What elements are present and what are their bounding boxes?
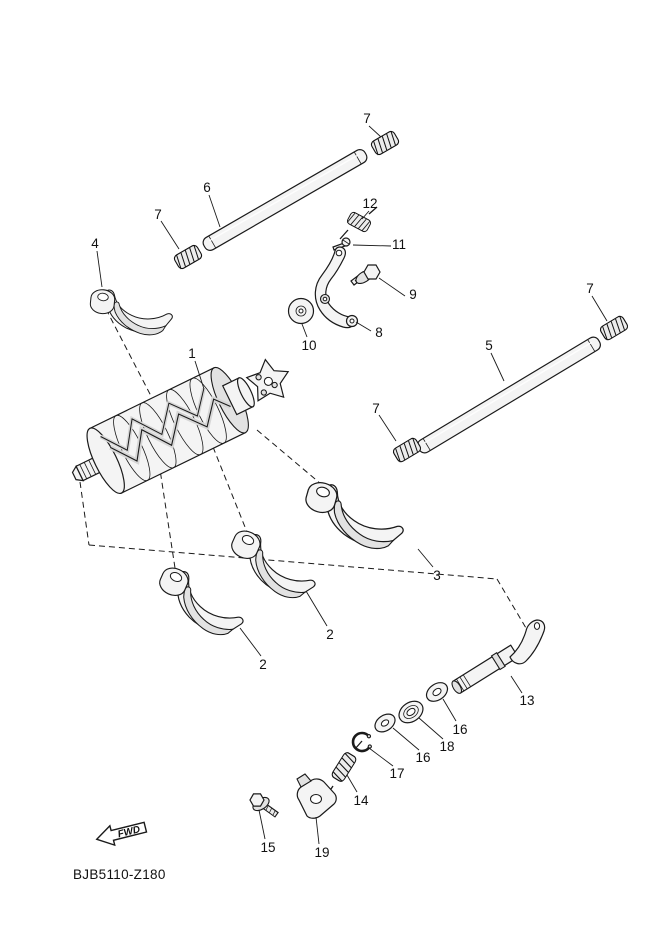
fork-guide-bar-5-drawing xyxy=(417,336,601,454)
part-label-19: 19 xyxy=(314,845,329,860)
fwd-arrow: FWD xyxy=(95,821,148,847)
washer-16-inner-drawing xyxy=(374,713,396,733)
part-label-7-2: 7 xyxy=(154,207,162,222)
diagram-code-label: BJB5110-Z180 xyxy=(73,867,166,882)
part-label-1: 1 xyxy=(188,346,196,361)
part-label-4: 4 xyxy=(91,236,99,251)
part-label-17: 17 xyxy=(389,766,404,781)
bolt-15-drawing xyxy=(249,793,279,818)
part-label-5: 5 xyxy=(485,338,493,353)
fwd-label: FWD xyxy=(117,824,142,840)
washer-10-drawing xyxy=(287,297,315,325)
bolt-9-drawing xyxy=(350,264,381,286)
shift-fork-4-drawing xyxy=(87,287,175,338)
assembly-axis-dashed-lines xyxy=(79,308,527,629)
fork-guide-bar-6-drawing xyxy=(202,149,368,251)
part-label-13: 13 xyxy=(519,693,534,708)
part-labels: 7 6 7 12 11 4 9 7 10 8 5 1 7 3 2 2 13 16… xyxy=(91,111,594,860)
circlip-17-drawing xyxy=(351,731,372,753)
part-label-6: 6 xyxy=(203,180,211,195)
shift-cam-drum-drawing xyxy=(71,358,290,495)
part-label-16-2: 16 xyxy=(415,750,430,765)
shift-shaft-13-arm-drawing xyxy=(509,619,546,665)
part-label-18: 18 xyxy=(439,739,454,754)
washer-16-outer-drawing xyxy=(425,682,449,702)
spring-12-drawing xyxy=(339,206,378,240)
spring-7-middle xyxy=(391,436,423,464)
part-label-16-1: 16 xyxy=(452,722,467,737)
spring-7-upper-left xyxy=(172,243,204,271)
part-label-14: 14 xyxy=(353,793,369,808)
part-label-10: 10 xyxy=(301,338,316,353)
bearing-18-drawing xyxy=(398,700,424,724)
part-label-11: 11 xyxy=(392,237,406,252)
part-label-7-4: 7 xyxy=(372,401,380,416)
part-label-7-1: 7 xyxy=(363,111,371,126)
leader-lines xyxy=(96,125,608,845)
shift-fork-2-middle-drawing xyxy=(220,526,325,607)
shift-fork-2-lower-drawing xyxy=(148,563,253,644)
part-label-12: 12 xyxy=(362,196,377,211)
part-label-7-3: 7 xyxy=(586,281,594,296)
screw-11-drawing xyxy=(332,237,351,251)
part-label-3: 3 xyxy=(433,568,441,583)
part-label-15: 15 xyxy=(260,840,275,855)
part-label-9: 9 xyxy=(409,287,417,302)
part-label-2-1: 2 xyxy=(326,627,334,642)
bracket-19-drawing xyxy=(296,773,337,819)
spring-7-top-right xyxy=(369,129,401,157)
stopper-lever-8-drawing xyxy=(314,246,359,329)
spring-7-right xyxy=(598,314,630,342)
part-label-8: 8 xyxy=(375,325,383,340)
shift-shaft-13-drawing xyxy=(451,644,519,694)
shift-fork-3-drawing xyxy=(297,478,411,556)
part-label-2-2: 2 xyxy=(259,657,267,672)
